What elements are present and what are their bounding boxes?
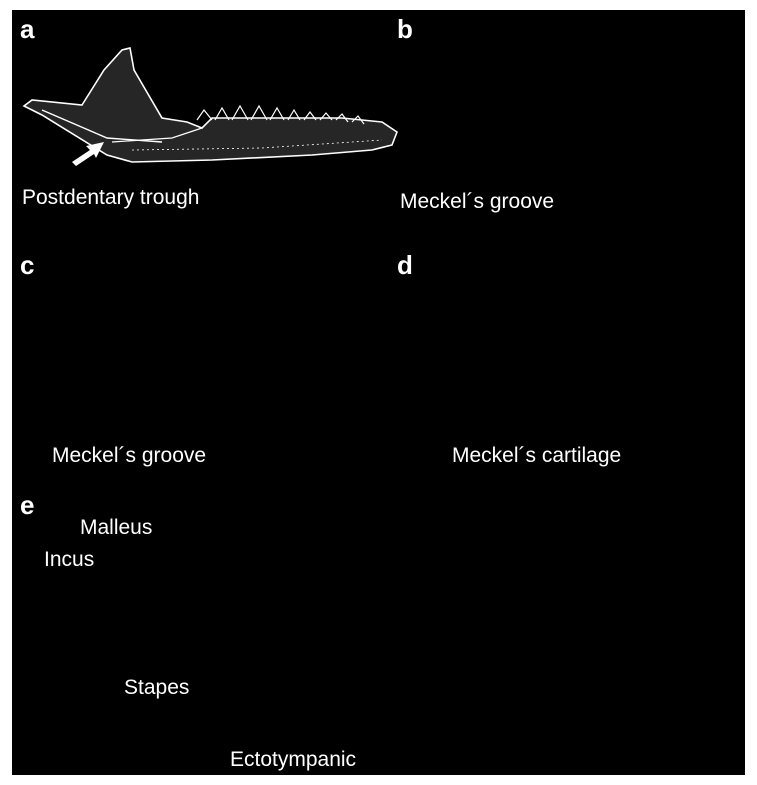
panel-letter-d: d xyxy=(397,250,413,281)
figure-panel: a b c d e Postdentary trough Meckel´s gr… xyxy=(12,10,745,775)
panel-letter-b: b xyxy=(397,14,413,45)
caption-meckels-groove-c: Meckel´s groove xyxy=(52,444,206,468)
panel-letter-c: c xyxy=(20,250,34,281)
caption-meckels-cartilage: Meckel´s cartilage xyxy=(452,444,621,468)
label-ectotympanic: Ectotympanic xyxy=(230,748,356,772)
label-malleus: Malleus xyxy=(80,516,152,540)
panel-letter-e: e xyxy=(20,490,34,521)
label-stapes: Stapes xyxy=(124,676,189,700)
panel-letter-a: a xyxy=(20,14,34,45)
label-incus: Incus xyxy=(44,548,94,572)
caption-meckels-groove-b: Meckel´s groove xyxy=(400,190,554,214)
jaw-drawing-a xyxy=(24,48,397,166)
figure-artwork xyxy=(12,10,745,775)
caption-postdentary-trough: Postdentary trough xyxy=(22,186,199,210)
